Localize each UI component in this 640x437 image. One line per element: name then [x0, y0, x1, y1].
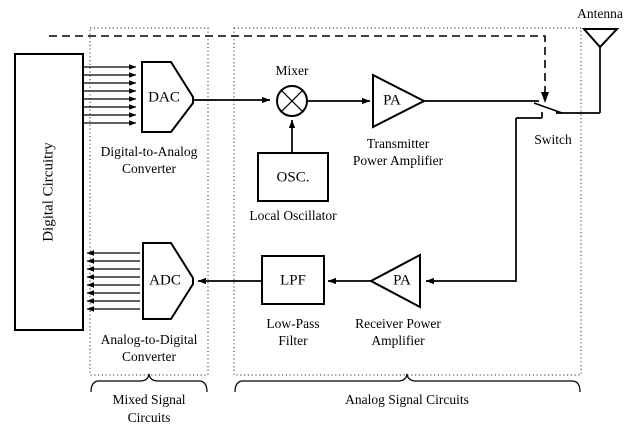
bus-adc-to-digital [86, 250, 140, 312]
dac-caption-line1: Digital-to-Analog [101, 144, 198, 159]
mixed-signal-label-line2: Circuits [128, 410, 171, 425]
tx-pa-label: PA [383, 92, 401, 108]
block-dac: DAC Digital-to-Analog Converter [101, 61, 198, 176]
block-digital-circuitry: Digital Circuitry [14, 53, 84, 331]
lpf-caption-line1: Low-Pass [266, 316, 319, 331]
lpf-caption-line2: Filter [278, 333, 308, 348]
bus-digital-to-dac [83, 64, 137, 126]
adc-label: ADC [149, 272, 181, 288]
block-low-pass-filter: LPF Low-Pass Filter [261, 255, 325, 348]
switch-label: Switch [534, 132, 572, 147]
brace-analog-signal: Analog Signal Circuits [234, 373, 581, 407]
block-switch: Switch [516, 102, 600, 147]
group-boundary-mixed-signal [89, 27, 209, 376]
tx-pa-caption-line2: Power Amplifier [353, 153, 444, 168]
block-transmitter-power-amplifier: PA Transmitter Power Amplifier [353, 73, 444, 168]
control-arrowhead-icon [541, 92, 549, 103]
rx-pa-caption-line2: Amplifier [371, 333, 425, 348]
block-receiver-power-amplifier: PA Receiver Power Amplifier [355, 253, 441, 348]
adc-caption-line2: Converter [122, 349, 176, 364]
lpf-label: LPF [280, 272, 306, 288]
antenna-label: Antenna [577, 6, 623, 21]
oscillator-label: OSC. [277, 169, 310, 185]
rx-pa-label: PA [393, 272, 411, 288]
dac-label: DAC [148, 89, 180, 105]
digital-circuitry-label: Digital Circuitry [40, 142, 56, 242]
control-line-digital-to-switch [49, 35, 549, 103]
block-local-oscillator: OSC. Local Oscillator [249, 152, 337, 223]
block-mixer: Mixer [276, 63, 309, 117]
tx-pa-caption-line1: Transmitter [367, 136, 430, 151]
wire-switch-to-rx-pa [425, 118, 517, 285]
dac-caption-line2: Converter [122, 161, 176, 176]
rx-pa-caption-line1: Receiver Power [355, 316, 441, 331]
adc-caption-line1: Analog-to-Digital [101, 332, 198, 347]
brace-mixed-signal: Mixed Signal Circuits [90, 373, 208, 425]
analog-signal-label-line1: Analog Signal Circuits [345, 392, 469, 407]
mixer-label: Mixer [276, 63, 309, 78]
mixed-signal-label-line1: Mixed Signal [112, 392, 185, 407]
oscillator-caption: Local Oscillator [249, 208, 337, 223]
block-adc: ADC Analog-to-Digital Converter [101, 242, 198, 364]
block-antenna: Antenna [577, 6, 623, 113]
